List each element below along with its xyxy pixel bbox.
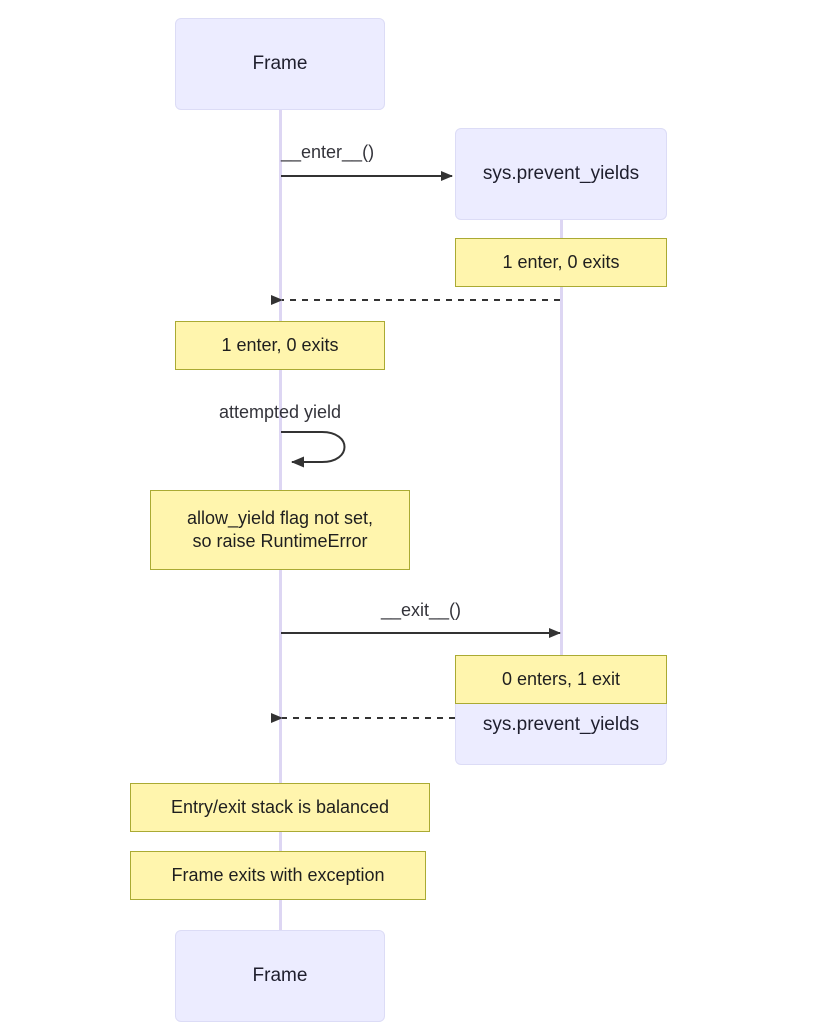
message-label-enter: __enter__()	[281, 142, 375, 162]
note-allow-yield: allow_yield flag not set, so raise Runti…	[150, 490, 410, 570]
note-frame-exception: Frame exits with exception	[130, 851, 426, 900]
participant-box-sys-prevent-yields-top[interactable]: sys.prevent_yields	[455, 128, 667, 220]
participant-label: Frame	[252, 53, 308, 74]
note-left-enter: 1 enter, 0 exits	[175, 321, 385, 370]
message-label-attempted-yield: attempted yield	[218, 402, 342, 422]
message-self-loop-attempted-yield	[281, 431, 346, 468]
note-balanced: Entry/exit stack is balanced	[130, 783, 430, 832]
participant-box-frame-bottom[interactable]: Frame	[175, 930, 385, 1022]
participant-label: sys.prevent_yields	[482, 163, 640, 184]
participant-box-frame-top[interactable]: Frame	[175, 18, 385, 110]
note-right-exit: 0 enters, 1 exit	[455, 655, 667, 704]
note-right-enter: 1 enter, 0 exits	[455, 238, 667, 287]
participant-label: Frame	[252, 965, 308, 986]
participant-label: sys.prevent_yields	[482, 714, 640, 735]
message-label-exit: __exit__()	[380, 600, 462, 620]
